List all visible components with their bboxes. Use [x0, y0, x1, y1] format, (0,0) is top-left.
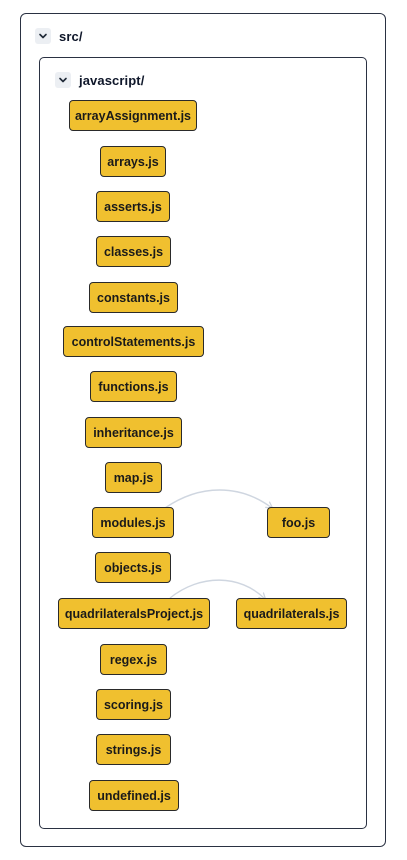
file-node-foo[interactable]: foo.js — [267, 507, 330, 538]
chevron-down-icon[interactable] — [35, 28, 51, 44]
file-node-regex[interactable]: regex.js — [100, 644, 167, 675]
folder-name-javascript: javascript/ — [79, 72, 145, 88]
file-node-controlstatements[interactable]: controlStatements.js — [63, 326, 204, 357]
file-node-arrays[interactable]: arrays.js — [100, 146, 166, 177]
file-node-constants[interactable]: constants.js — [89, 282, 178, 313]
file-node-undefined[interactable]: undefined.js — [89, 780, 179, 811]
folder-header-src[interactable]: src/ — [35, 27, 83, 45]
folder-header-javascript[interactable]: javascript/ — [55, 71, 144, 89]
chevron-down-icon[interactable] — [55, 72, 71, 88]
file-node-scoring[interactable]: scoring.js — [96, 689, 171, 720]
file-node-map[interactable]: map.js — [105, 462, 162, 493]
file-node-asserts[interactable]: asserts.js — [96, 191, 170, 222]
file-node-quadrilateralsproject[interactable]: quadrilateralsProject.js — [58, 598, 210, 629]
file-node-arrayassignment[interactable]: arrayAssignment.js — [69, 100, 197, 131]
file-node-strings[interactable]: strings.js — [96, 734, 171, 765]
file-node-objects[interactable]: objects.js — [95, 552, 171, 583]
file-node-classes[interactable]: classes.js — [96, 236, 171, 267]
file-node-functions[interactable]: functions.js — [90, 371, 177, 402]
file-node-modules[interactable]: modules.js — [92, 507, 174, 538]
file-node-quadrilaterals[interactable]: quadrilaterals.js — [236, 598, 347, 629]
file-node-inheritance[interactable]: inheritance.js — [85, 417, 182, 448]
folder-name-src: src/ — [59, 28, 83, 44]
